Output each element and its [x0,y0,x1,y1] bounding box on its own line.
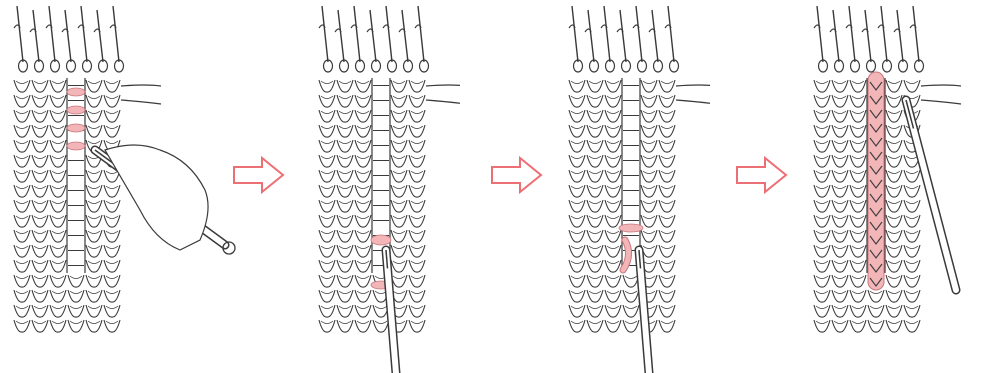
latch-needle-icon [620,10,626,62]
highlighted-loop [67,88,85,96]
latch-needle-icon [402,10,408,62]
latch-needle-icon [604,6,610,62]
latch-needle-icon [370,10,376,62]
latch-needle-icon [17,6,23,62]
step-2-panel [310,0,460,373]
latch-needle-icon [65,10,71,62]
step-2-illustration [310,0,460,373]
step-1-panel [5,0,155,373]
latch-needle-icon [338,10,344,62]
step-4-panel [805,0,955,373]
latch-needle-icon [636,6,642,62]
step-arrow-1 [232,155,286,195]
right-arrow-icon [490,155,544,195]
yarn-tail [921,100,961,104]
needle-bed [14,6,124,72]
right-arrow-icon [735,155,789,195]
latch-needle-icon [833,10,839,62]
highlighted-stitches [868,72,884,290]
latch-needle-icon [897,10,903,62]
latch-needle-icon [849,6,855,62]
step-4-illustration [805,0,980,373]
step-3-illustration [560,0,710,373]
latch-needle-icon [913,6,919,62]
latch-needle-icon [113,6,119,62]
highlighted-loop [67,106,85,114]
latch-needle-icon [322,6,328,62]
latch-needle-icon [33,10,39,62]
latch-needle-icon [354,6,360,62]
highlighted-loop [67,142,85,150]
needle-bed [319,6,429,72]
latch-needle-icon [865,10,871,62]
knit-fabric [564,74,710,337]
yarn-tail [121,100,161,104]
latch-needle-icon [881,6,887,62]
highlighted-loop [619,224,643,232]
latch-needle-icon [418,6,424,62]
latch-needle-icon [668,6,674,62]
latch-needle-icon [817,6,823,62]
right-arrow-icon [232,155,286,195]
step-1-illustration [5,0,245,373]
latch-needle-icon [49,6,55,62]
yarn-tail [676,100,710,104]
needle-bed [814,6,924,72]
yarn-tail [121,85,161,86]
yarn-tail [426,100,460,104]
latch-needle-icon [652,10,658,62]
yarn-tail [426,85,460,86]
latch-needle-icon [386,6,392,62]
step-arrow-3 [735,155,789,195]
needle-bed [569,6,679,72]
latch-needle-icon [81,6,87,62]
step-arrow-2 [490,155,544,195]
yarn-tail [676,85,710,86]
latch-needle-icon [572,6,578,62]
highlighted-loop [371,235,391,245]
highlighted-loop [67,124,85,132]
latch-needle-icon [97,10,103,62]
latch-needle-icon [588,10,594,62]
yarn-tail [921,85,961,86]
step-3-panel [560,0,710,373]
